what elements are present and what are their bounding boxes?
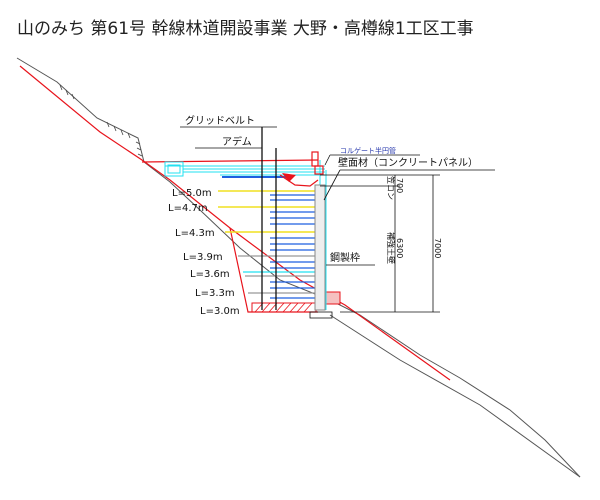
kasa-label: 笠コン bbox=[386, 176, 396, 200]
corrugated-pipe-label: コルゲート半円管 bbox=[340, 146, 396, 155]
wall-facing-label: 壁面材（コンクリートパネル） bbox=[338, 156, 478, 169]
grid-belt-label: グリッドベルト bbox=[185, 114, 255, 127]
svg-text:L=5.0m: L=5.0m bbox=[172, 188, 212, 199]
original-ground-line bbox=[16, 57, 581, 478]
dimension-lines bbox=[320, 174, 440, 313]
reinforcement-strips bbox=[218, 190, 320, 299]
steel-frame-label: 鋼製枠 bbox=[330, 251, 360, 264]
svg-text:L=4.7m: L=4.7m bbox=[168, 203, 208, 214]
wall-facing bbox=[314, 184, 326, 311]
wall-label: 補強土壁 bbox=[386, 232, 396, 264]
slope-hatch bbox=[59, 84, 143, 157]
svg-text:L=3.6m: L=3.6m bbox=[190, 269, 230, 280]
svg-text:L=4.3m: L=4.3m bbox=[175, 228, 215, 239]
svg-text:L=3.3m: L=3.3m bbox=[195, 288, 235, 299]
length-labels: L=5.0m L=4.7m L=4.3m L=3.9m L=3.6m L=3.3… bbox=[168, 188, 240, 317]
adem-label: アデム bbox=[222, 135, 252, 148]
lower-ground-line bbox=[329, 314, 581, 478]
wall-value: 6300 bbox=[395, 238, 404, 258]
page-title: 山のみち 第61号 幹線林道開設事業 大野・高樽線1工区工事 bbox=[17, 19, 474, 39]
svg-text:L=3.9m: L=3.9m bbox=[183, 252, 223, 263]
kasa-value: 700 bbox=[395, 178, 404, 193]
svg-text:L=3.0m: L=3.0m bbox=[200, 306, 240, 317]
total-value: 7000 bbox=[433, 238, 442, 258]
design-cut-line bbox=[19, 65, 451, 381]
